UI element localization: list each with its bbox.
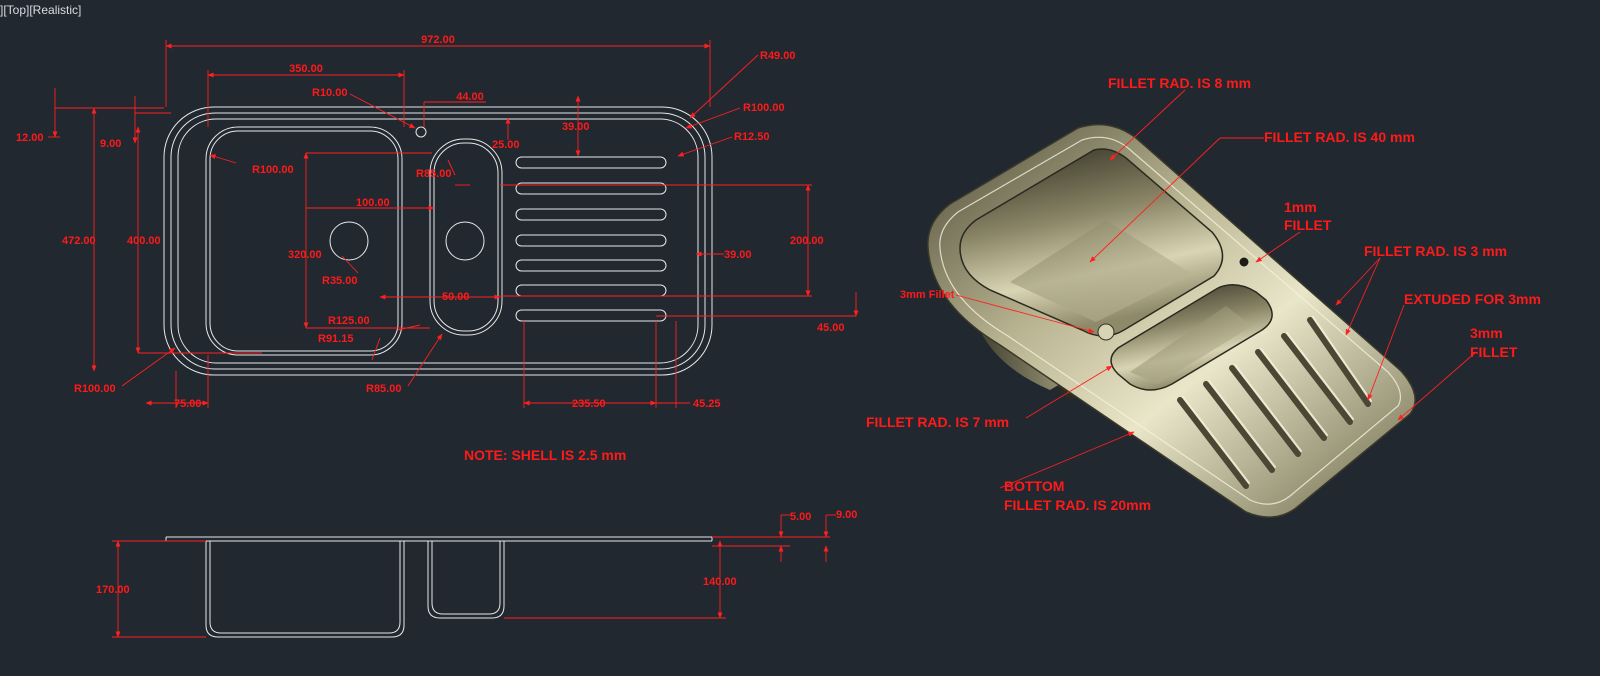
dim-tap-hole-offset: 44.00 xyxy=(456,91,484,103)
shell-note: NOTE: SHELL IS 2.5 mm xyxy=(464,447,626,463)
dim-drainer-edge-39: 39.00 xyxy=(724,249,752,261)
big-bowl-outline xyxy=(205,126,403,356)
dim-big-bowl-depth: 170.00 xyxy=(96,584,130,596)
dim-rim-12: 12.00 xyxy=(16,132,44,144)
dim-corner-radius-100: R100.00 xyxy=(743,102,785,114)
iso-render: FILLET RAD. IS 8 mm FILLET RAD. IS 40 mm… xyxy=(866,75,1541,518)
dim-drainer-length: 235.50 xyxy=(572,398,606,410)
dim-flange-9: 9.00 xyxy=(836,509,857,521)
dim-overall-width: 472.00 xyxy=(62,235,96,247)
sink-outline-outer xyxy=(163,106,713,376)
dim-rim-9: 9.00 xyxy=(100,138,121,150)
dim-radius-100-bottom: R100.00 xyxy=(74,383,116,395)
small-bowl-outline xyxy=(429,138,503,336)
callout-bottom-line1: BOTTOM xyxy=(1004,478,1064,494)
dim-corner-radius-12-5: R12.50 xyxy=(734,131,769,143)
viewport-label[interactable]: ][Top][Realistic] xyxy=(0,3,82,17)
dim-radius-85-bottom: R85.00 xyxy=(366,383,401,395)
dim-bowl-length-320: 320.00 xyxy=(288,249,322,261)
callout-fillet-3-line1: 3mm xyxy=(1470,325,1503,341)
callout-fillet-3mm-small: 3mm Fillet xyxy=(900,289,955,301)
dim-small-bowl-radius-85: R85.00 xyxy=(416,168,451,180)
tap-hole xyxy=(415,126,427,138)
dim-drainer-width-200: 200.00 xyxy=(790,235,824,247)
dim-overall-length: 972.00 xyxy=(421,34,455,46)
dim-gap-50: 50.00 xyxy=(442,291,470,303)
callout-fillet-40: FILLET RAD. IS 40 mm xyxy=(1264,129,1415,145)
iso-callout-leaders xyxy=(955,89,1477,489)
big-bowl-inner xyxy=(209,130,399,352)
dim-radius-91-15: R91.15 xyxy=(318,333,353,345)
callout-bottom-line2: FILLET RAD. IS 20mm xyxy=(1004,497,1151,513)
iso-drainer-ribs xyxy=(1177,317,1371,489)
sink-outline-inner xyxy=(177,118,699,364)
dim-tap-hole-radius: R10.00 xyxy=(312,87,347,99)
dim-waste-spacing-100: 100.00 xyxy=(356,197,390,209)
dim-bowl-radius-100: R100.00 xyxy=(252,164,294,176)
drainer-grooves xyxy=(515,156,667,322)
dim-gap-25: 25.00 xyxy=(492,139,520,151)
dim-small-bowl-depth: 140.00 xyxy=(703,576,737,588)
callout-fillet-7: FILLET RAD. IS 7 mm xyxy=(866,414,1009,430)
top-view-dimension-labels: 972.00 350.00 44.00 R10.00 R49.00 R100.0… xyxy=(16,34,845,410)
dim-flange-5: 5.00 xyxy=(790,511,811,523)
top-view: 972.00 350.00 44.00 R10.00 R49.00 R100.0… xyxy=(16,34,859,410)
callout-fillet-3: FILLET RAD. IS 3 mm xyxy=(1364,243,1507,259)
dim-45: 45.00 xyxy=(817,322,845,334)
dim-big-bowl-width: 350.00 xyxy=(289,63,323,75)
dim-bowl-depth-400: 400.00 xyxy=(127,235,161,247)
top-view-dimension-lines xyxy=(48,40,859,408)
dim-offset-75: 75.00 xyxy=(174,398,202,410)
callout-fillet-3-line2: FILLET xyxy=(1470,344,1518,360)
callout-fillet-1-line2: FILLET xyxy=(1284,217,1332,233)
dim-waste-radius: R35.00 xyxy=(322,275,357,287)
small-bowl-waste xyxy=(445,221,485,261)
callout-extruded: EXTUDED FOR 3mm xyxy=(1404,291,1541,307)
callout-fillet-8: FILLET RAD. IS 8 mm xyxy=(1108,75,1251,91)
front-view: 5.00 9.00 170.00 140.00 xyxy=(96,509,857,638)
sink-outline-mid xyxy=(170,112,706,370)
front-view-dimension-lines xyxy=(112,514,836,638)
big-bowl-waste xyxy=(329,221,369,261)
small-bowl-inner xyxy=(433,142,499,332)
dim-drainer-end: 45.25 xyxy=(693,398,721,410)
dim-outer-corner-radius: R49.00 xyxy=(760,50,795,62)
callout-fillet-1-line1: 1mm xyxy=(1284,199,1317,215)
dim-radius-125: R125.00 xyxy=(328,315,370,327)
dim-drainer-offset-39: 39.00 xyxy=(562,121,590,133)
